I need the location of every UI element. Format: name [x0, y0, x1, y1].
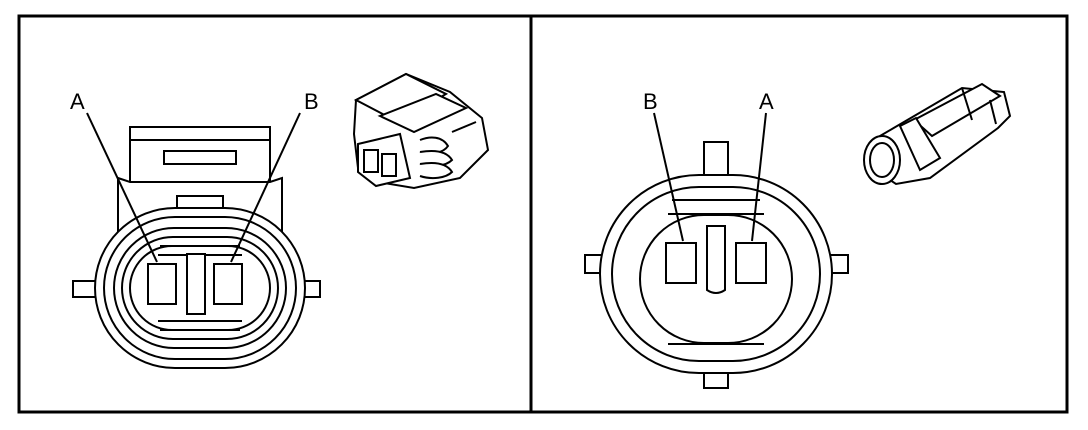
- left-illus-coil-3: [419, 162, 454, 180]
- left-pin-label-a: A: [70, 89, 85, 114]
- left-pin-label-b: B: [304, 89, 319, 114]
- left-center-key: [186, 253, 206, 315]
- right-pin-label-a: A: [759, 89, 774, 114]
- right-illus-ridge: [912, 82, 1002, 138]
- right-leader-b: [653, 112, 684, 242]
- right-illus-edge-2: [989, 99, 997, 125]
- left-leader-b: [230, 112, 301, 263]
- right-housing-ring-1: [611, 186, 821, 362]
- left-ear-left: [72, 280, 98, 298]
- left-cavity-a: [147, 263, 177, 305]
- left-illus-edge: [451, 121, 477, 133]
- left-housing-ring-1: [103, 216, 297, 360]
- left-panel: [72, 112, 321, 369]
- left-illus-latch: [377, 92, 469, 134]
- right-center-key: [706, 225, 726, 294]
- right-leader-a: [751, 112, 767, 242]
- left-connector-illustration: [352, 72, 490, 190]
- left-leader-a: [86, 112, 158, 263]
- right-illus-collar: [898, 116, 942, 172]
- left-housing-ring-3: [121, 236, 279, 340]
- right-connector-illustration: [863, 82, 1012, 186]
- left-cavity-b: [213, 263, 243, 305]
- right-illus-edge-1: [961, 87, 973, 121]
- left-latch-slot: [163, 150, 237, 165]
- right-panel: [584, 112, 849, 389]
- left-housing-ring-2: [113, 227, 287, 349]
- right-pin-label-b: B: [643, 89, 658, 114]
- right-illus-face-inner: [869, 142, 895, 178]
- right-cavity-a: [735, 242, 767, 284]
- left-illus-hole-a: [363, 149, 379, 173]
- left-illus-hole-b: [381, 153, 397, 177]
- right-cavity-b: [665, 242, 697, 284]
